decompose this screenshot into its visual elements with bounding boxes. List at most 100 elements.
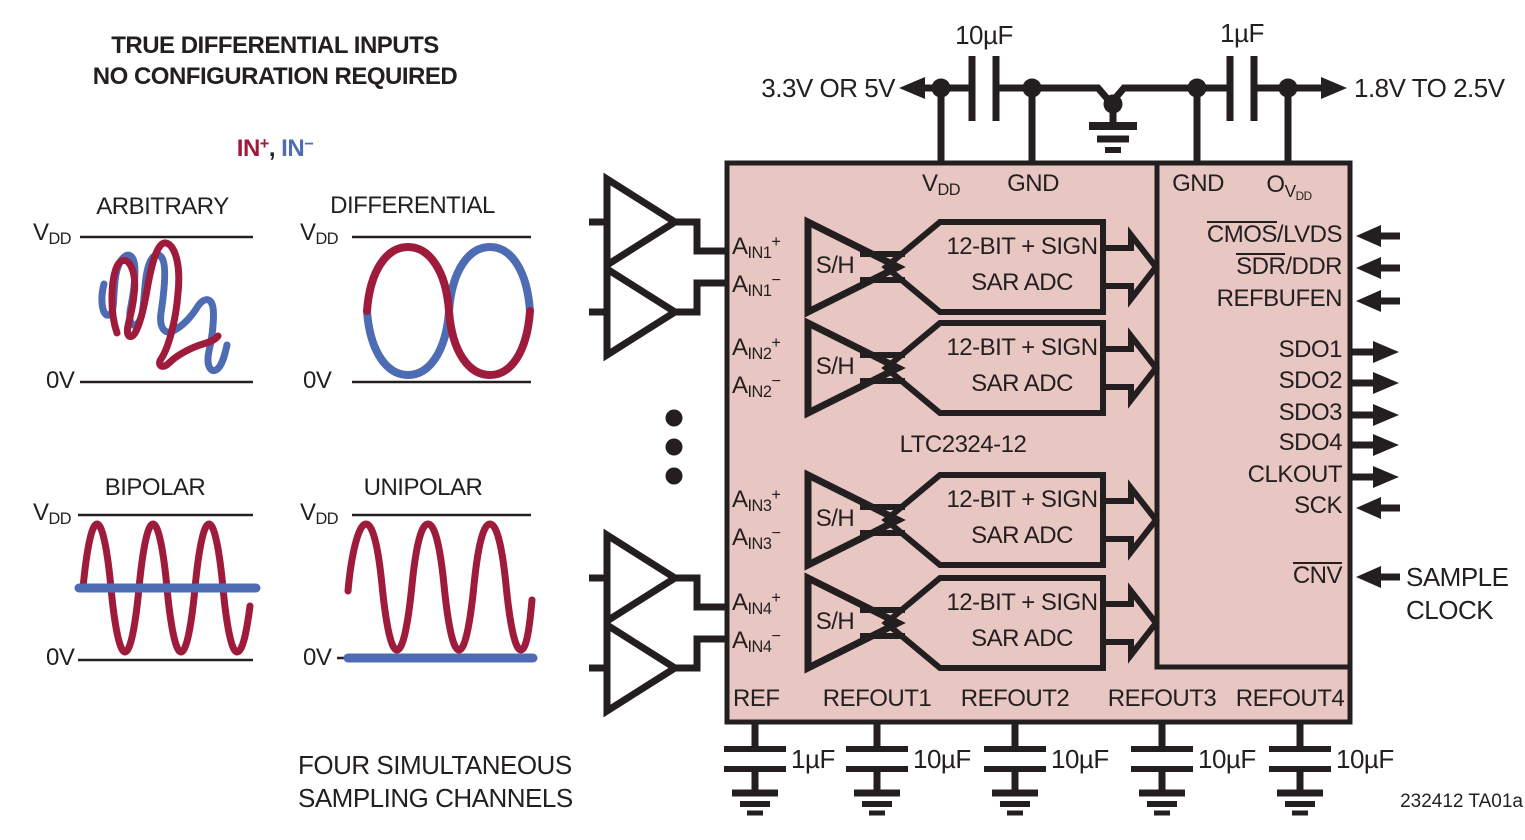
pin-sdo1: SDO1	[1278, 336, 1343, 363]
zero-level-label: 0V	[46, 367, 75, 394]
pin-arrow-out-icon	[1352, 341, 1399, 363]
pin-refout4: REFOUT4	[1235, 685, 1345, 712]
left-supply-label: 3.3V OR 5V	[761, 73, 895, 103]
arbitrary-wave-plus	[108, 239, 222, 370]
adc-label-line1: 12-BIT + SIGN	[946, 233, 1098, 260]
ellipsis-dot	[665, 438, 683, 456]
sh-label: S/H	[815, 252, 855, 279]
ref-decoupling-caps	[724, 722, 1331, 816]
vdd-level-label: VDD	[33, 219, 72, 248]
panel-title-bipolar: BIPOLAR	[104, 474, 206, 501]
zero-level-label: 0V	[303, 644, 332, 671]
pin-vdd: VDD	[921, 170, 961, 199]
adc-label-line1: 12-BIT + SIGN	[946, 486, 1098, 513]
sar-adc-shape	[881, 472, 1106, 568]
pin-cmos-lvds: CMOS/LVDS	[1206, 221, 1343, 248]
waveform-differential	[352, 235, 534, 384]
headline-line1: TRUE DIFFERENTIAL INPUTS	[111, 32, 439, 59]
pin-arrow-out-icon	[1352, 372, 1399, 394]
pin-gnd: GND	[1172, 170, 1224, 197]
channel-1-row	[804, 216, 1160, 318]
adc-label-line1: 12-BIT + SIGN	[946, 589, 1098, 616]
ellipsis-dot	[665, 467, 683, 485]
amplifier-icon	[589, 618, 682, 718]
ref-cap-icon	[1269, 722, 1331, 816]
sample-clock-line1: SAMPLE	[1406, 562, 1509, 592]
pin-sck: SCK	[1294, 492, 1342, 519]
left-cap-value: 10µF	[955, 20, 1013, 50]
sar-adc-shape	[881, 219, 1106, 315]
sar-adc-shape	[881, 575, 1106, 671]
supply-pin-wires	[937, 92, 1292, 163]
pin-refout1: REFOUT1	[822, 685, 932, 712]
channel-4-row	[804, 572, 1160, 674]
waveform-unipolar	[337, 513, 538, 663]
sample-hold-icon	[804, 216, 906, 318]
pin-clkout: CLKOUT	[1247, 461, 1343, 488]
sh-label: S/H	[815, 505, 855, 532]
ref-cap-value: 10µF	[913, 744, 971, 774]
pin-arrow-out-icon	[1352, 434, 1399, 456]
supply-arrow-right-icon	[1321, 77, 1347, 99]
figure-note: 232412 TA01a	[1400, 791, 1523, 812]
data-bus-arrow-icon	[1103, 226, 1160, 308]
level-lines	[80, 235, 253, 384]
differential-wave-plus	[363, 243, 534, 379]
unipolar-wave	[344, 520, 536, 654]
vdd-level-label: VDD	[300, 219, 339, 248]
part-number: LTC2324-12	[899, 431, 1027, 458]
pin-ovdd: OVDD	[1266, 171, 1312, 203]
ground-icon	[1089, 104, 1137, 153]
junction-dot	[1278, 78, 1298, 98]
junction-dot	[931, 78, 951, 98]
pin-ref: REF	[733, 685, 780, 712]
adc-label-line1: 12-BIT + SIGN	[946, 334, 1098, 361]
pin-arrow-in-icon	[1356, 566, 1400, 588]
sample-hold-icon	[804, 469, 906, 571]
pin-arrow-in-icon	[1356, 225, 1400, 247]
pin-sdo2: SDO2	[1278, 367, 1343, 394]
right-pin-arrows	[1352, 225, 1400, 588]
ref-cap-value: 10µF	[1336, 744, 1394, 774]
adc-label-line2: SAR ADC	[971, 625, 1073, 652]
zero-level-label: 0V	[303, 367, 332, 394]
footer-line2: SAMPLING CHANNELS	[298, 783, 573, 813]
vdd-level-label: VDD	[33, 499, 72, 528]
right-supply-label: 1.8V TO 2.5V	[1354, 73, 1505, 103]
sar-adc-shape	[881, 320, 1106, 416]
junction-dot	[1022, 78, 1042, 98]
digital-io-block	[1154, 160, 1353, 670]
input-legend: IN+, IN−	[236, 134, 314, 162]
data-bus-arrow-icon	[1103, 327, 1160, 409]
waveform-arbitrary	[80, 235, 253, 384]
pin-ain2-plus: AIN2+	[732, 333, 781, 363]
headline-line2: NO CONFIGURATION REQUIRED	[92, 63, 458, 90]
adc-label-line2: SAR ADC	[971, 522, 1073, 549]
pin-sdo3: SDO3	[1278, 399, 1343, 426]
pin-cnv: CNV	[1292, 562, 1343, 589]
pin-arrow-in-icon	[1356, 290, 1400, 312]
sample-clock-line2: CLOCK	[1406, 595, 1494, 625]
in-minus-label: IN−	[281, 134, 314, 162]
pin-ain3-plus: AIN3+	[732, 485, 781, 515]
ref-cap-value: 10µF	[1051, 744, 1109, 774]
pin-sdo4: SDO4	[1278, 429, 1343, 456]
ref-cap-icon	[984, 722, 1046, 816]
waveform-bipolar	[74, 513, 261, 662]
pin-ain1-minus: AIN1−	[732, 270, 781, 300]
pin-arrow-in-icon	[1356, 497, 1400, 519]
channel-2-row	[804, 317, 1160, 419]
level-lines	[78, 513, 253, 662]
input-amp-pair-ch4	[589, 528, 727, 718]
ref-cap-icon	[724, 722, 786, 816]
ref-cap-value: 1µF	[791, 744, 835, 774]
channel-3-row	[804, 469, 1160, 571]
amplifier-icon	[589, 172, 682, 272]
input-amp-pair-ch1	[589, 172, 727, 362]
ref-cap-icon	[1131, 722, 1193, 816]
pin-arrow-out-icon	[1352, 404, 1399, 426]
pin-refbufen: REFBUFEN	[1216, 285, 1343, 312]
vdd-level-label: VDD	[300, 499, 339, 528]
in-plus-label: IN+	[236, 134, 270, 162]
